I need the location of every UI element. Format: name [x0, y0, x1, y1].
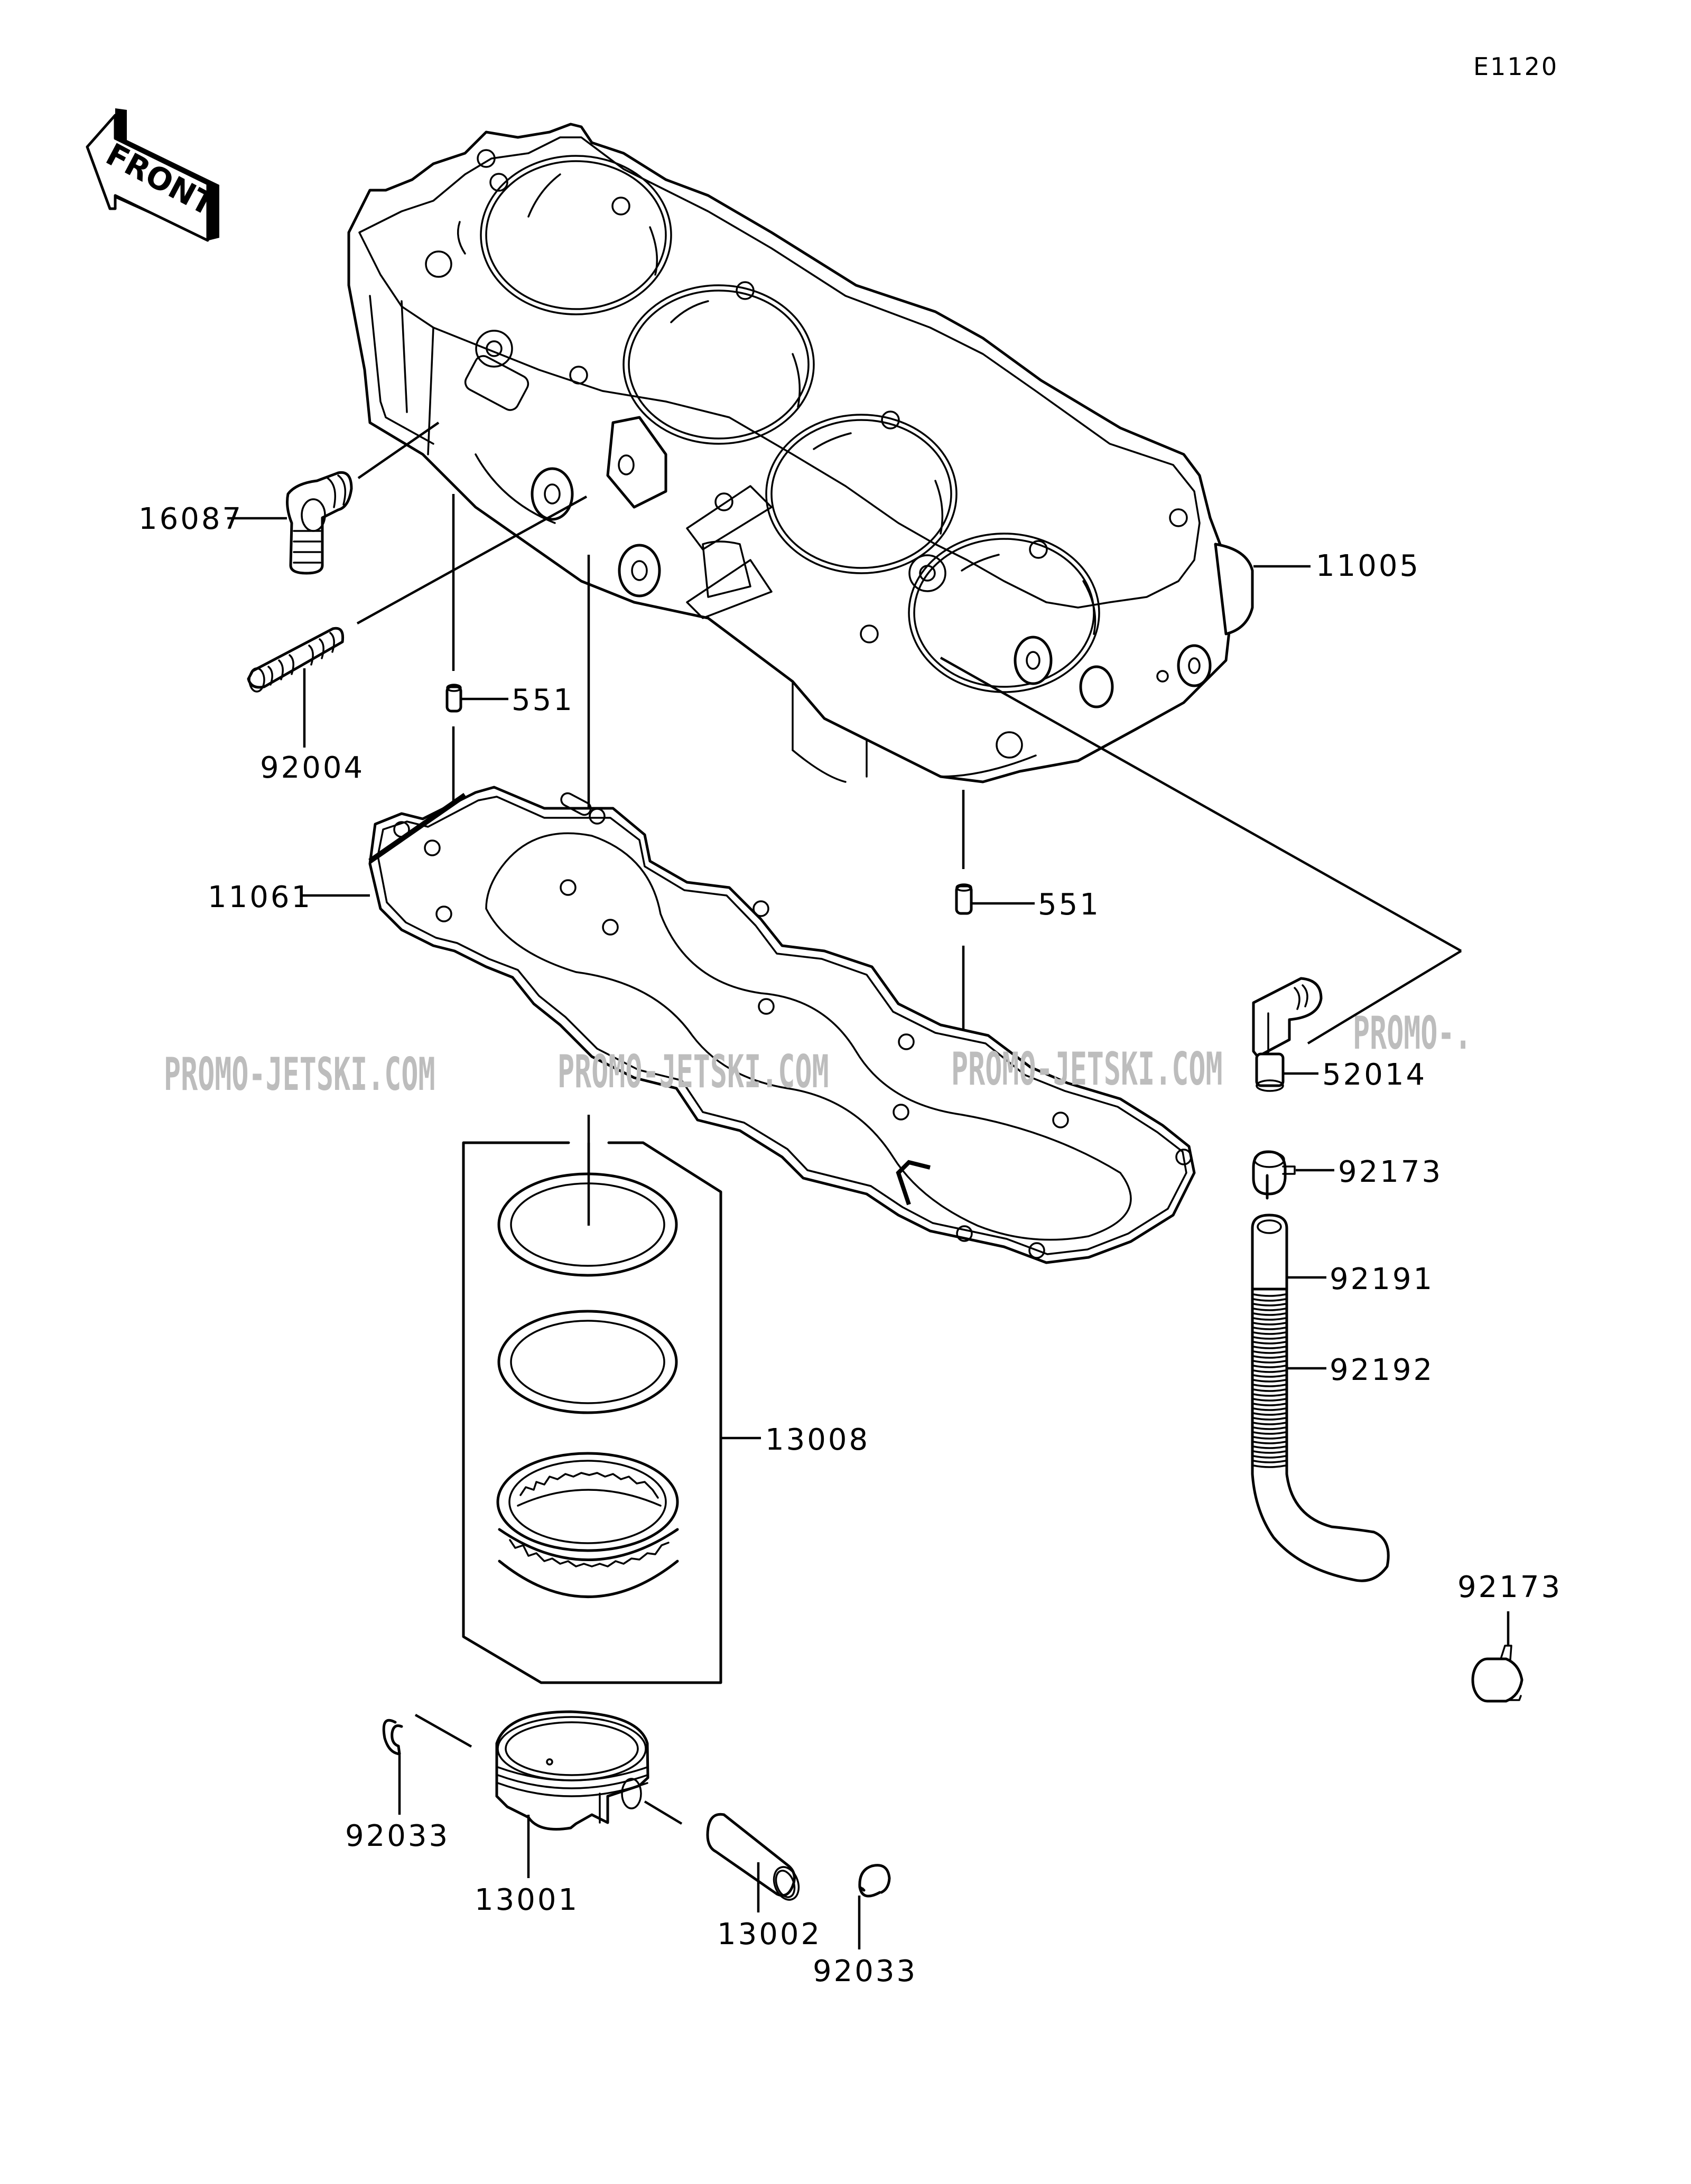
label-11005[interactable]: 11005: [1316, 549, 1420, 583]
hose-corrugation-ring: [1252, 1350, 1287, 1354]
hose-corrugation-ring: [1252, 1426, 1287, 1430]
hose-corrugation-ring: [1252, 1422, 1287, 1425]
label-92192[interactable]: 92192: [1330, 1353, 1434, 1387]
hose-corrugation-ring: [1252, 1412, 1287, 1416]
hose-corrugation-ring: [1252, 1317, 1287, 1321]
hose-corrugation-ring: [1252, 1450, 1287, 1454]
hose-corrugation-ring: [1252, 1388, 1287, 1392]
label-551-left[interactable]: 551: [512, 683, 574, 717]
leader-16087-to-block: [357, 422, 440, 479]
leader-block-to-52014-b: [1307, 950, 1462, 1044]
piston-ring-set-13008[interactable]: [462, 1141, 722, 1684]
hose-92192[interactable]: [1251, 1287, 1390, 1582]
hose-corrugation-ring: [1252, 1322, 1287, 1326]
piston-13001[interactable]: [495, 1710, 649, 1831]
cylinder-gasket-11061[interactable]: [368, 786, 1196, 1264]
watermark: PROMO-JETSKI.COM PROMO-JETSKI.COM PROMO-…: [164, 1007, 1472, 1101]
hose-corrugation-ring: [1252, 1331, 1287, 1335]
watermark-text-1: PROMO-JETSKI.COM: [164, 1048, 435, 1101]
label-16087[interactable]: 16087: [138, 502, 243, 536]
label-13008[interactable]: 13008: [765, 1423, 870, 1457]
label-551-right[interactable]: 551: [1038, 888, 1101, 922]
dowel-pin-left-551[interactable]: [445, 684, 462, 713]
diagram-code: E1120: [1473, 52, 1558, 81]
hose-corrugation-ring: [1252, 1436, 1287, 1440]
hose-corrugation-ring: [1252, 1293, 1287, 1297]
hose-corrugation-ring: [1252, 1460, 1287, 1463]
label-92033-right[interactable]: 92033: [813, 1954, 917, 1989]
label-92004[interactable]: 92004: [260, 751, 365, 785]
hose-92191[interactable]: [1251, 1214, 1288, 1291]
watermark-text-2: PROMO-JETSKI.COM: [558, 1046, 829, 1098]
hose-corrugation-ring: [1252, 1398, 1287, 1402]
label-92033-left[interactable]: 92033: [345, 1819, 450, 1853]
label-11061[interactable]: 11061: [208, 880, 312, 914]
hose-corrugation-ring: [1252, 1369, 1287, 1373]
dowel-pin-right-551[interactable]: [955, 883, 973, 915]
hose-corrugation-ring: [1252, 1431, 1287, 1435]
hose-corrugation-ring: [1252, 1374, 1287, 1378]
hose-corrugation-ring: [1252, 1403, 1287, 1406]
leader-92004-to-block: [356, 496, 588, 624]
label-92173-upper[interactable]: 92173: [1338, 1155, 1443, 1189]
front-arrow-icon: FRONT: [86, 108, 221, 242]
hose-corrugation-ring: [1252, 1312, 1287, 1316]
hose-corrugation-ring: [1252, 1336, 1287, 1340]
label-13001[interactable]: 13001: [475, 1883, 579, 1917]
hose-clamp-upper-92173[interactable]: [1252, 1150, 1296, 1200]
watermark-text-3: PROMO-JETSKI.COM: [951, 1043, 1223, 1096]
hose-corrugation-ring: [1252, 1341, 1287, 1345]
label-92173-lower[interactable]: 92173: [1457, 1570, 1562, 1604]
hose-corrugation-ring: [1252, 1346, 1287, 1349]
circlip-right-92033[interactable]: [858, 1864, 891, 1898]
hose-corrugation-ring: [1252, 1298, 1287, 1302]
cylinder-block[interactable]: [347, 123, 1254, 783]
hose-corrugation-ring: [1252, 1407, 1287, 1411]
cylinder-bore-3: [765, 414, 958, 574]
hose-corrugation-ring: [1252, 1379, 1287, 1383]
hose-corrugations: [1252, 1293, 1287, 1468]
label-52014[interactable]: 52014: [1322, 1058, 1427, 1092]
leader-piston-to-pin: [644, 1800, 683, 1825]
hose-corrugation-ring: [1252, 1327, 1287, 1330]
hose-corrugation-ring: [1252, 1308, 1287, 1311]
hose-corrugation-ring: [1252, 1384, 1287, 1387]
hose-corrugation-ring: [1252, 1303, 1287, 1306]
hose-corrugation-ring: [1252, 1393, 1287, 1397]
hose-corrugation-ring: [1252, 1441, 1287, 1444]
stud-92004[interactable]: [247, 627, 345, 693]
hose-corrugation-ring: [1252, 1360, 1287, 1364]
hose-corrugation-ring: [1252, 1365, 1287, 1368]
water-elbow-52014[interactable]: [1252, 977, 1323, 1092]
hose-corrugation-ring: [1252, 1464, 1287, 1468]
cylinder-bore-4: [908, 533, 1100, 693]
label-92191[interactable]: 92191: [1330, 1262, 1434, 1296]
hose-corrugation-ring: [1252, 1355, 1287, 1359]
label-13002[interactable]: 13002: [717, 1917, 822, 1952]
hose-corrugation-ring: [1252, 1455, 1287, 1459]
circlip-left-92033[interactable]: [382, 1719, 403, 1756]
hose-corrugation-ring: [1252, 1445, 1287, 1449]
piston-pin-13002[interactable]: [706, 1813, 803, 1903]
hose-corrugation-ring: [1252, 1417, 1287, 1421]
cylinder-bore-2: [622, 284, 815, 445]
leader-circlip-left-axis: [414, 1714, 472, 1748]
cylinder-bore-1: [480, 155, 672, 315]
leader-block-to-52014-a: [940, 657, 1462, 952]
watermark-text-4: PROMO-.: [1353, 1007, 1472, 1060]
fitting-elbow-16087[interactable]: [286, 471, 353, 575]
hose-clamp-lower-92173[interactable]: [1471, 1645, 1523, 1703]
